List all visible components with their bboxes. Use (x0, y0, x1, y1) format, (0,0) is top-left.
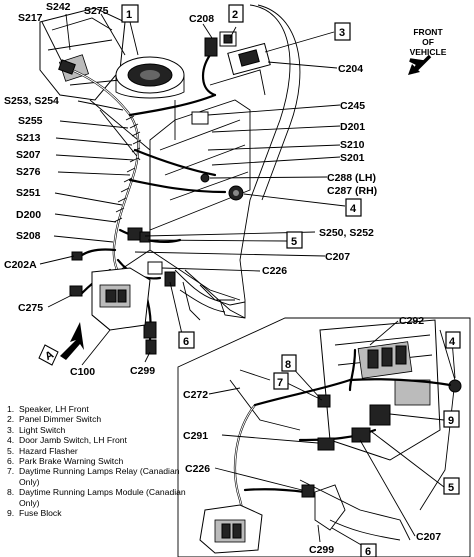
label-c202a: C202A (4, 259, 37, 271)
label-c207-main: C207 (325, 251, 350, 263)
connector-blobs (58, 37, 244, 355)
speaker-lh-front (115, 56, 185, 99)
legend-text: Daytime Running Lamps Relay (Canadian On… (19, 466, 180, 487)
label-s251: S251 (16, 187, 41, 199)
label-d200: D200 (16, 209, 41, 221)
legend-number: 8. (7, 487, 15, 498)
label-s253-s254: S253, S254 (4, 95, 59, 107)
light-switch (227, 42, 271, 76)
label-c299-main: C299 (130, 365, 155, 377)
inset-detail (177, 317, 471, 557)
label-c272: C272 (183, 389, 208, 401)
label-c287: C287 (RH) (327, 185, 377, 197)
connector-labels: S217 S242 S275 C208 C204 S253, S254 C245… (4, 1, 441, 556)
callout-1: 1 (126, 9, 132, 21)
front-of-vehicle-line2: OF (422, 37, 434, 47)
callout-boxes (121, 4, 461, 557)
legend-number: 3. (7, 424, 15, 435)
dash-structure (39, 4, 301, 319)
front-of-vehicle-line1: FRONT (413, 27, 443, 37)
legend-item: 3. Light Switch (7, 425, 197, 435)
legend-item: 4. Door Jamb Switch, LH Front (7, 435, 197, 445)
label-c208: C208 (189, 13, 214, 25)
label-s242: S242 (46, 1, 71, 13)
component-legend: 1. Speaker, LH Front 2. Panel Dimmer Switch… (7, 404, 197, 518)
callout-4: 4 (350, 203, 357, 215)
lower-module (91, 267, 151, 331)
label-c292: C292 (399, 315, 424, 327)
label-s208: S208 (16, 230, 41, 242)
legend-number: 9. (7, 508, 15, 519)
label-s201: S201 (340, 152, 365, 164)
label-s207: S207 (16, 149, 41, 161)
label-c245: C245 (340, 100, 365, 112)
legend-item: 1. Speaker, LH Front (7, 404, 197, 414)
leader-lines (39, 13, 456, 551)
legend-text: Park Brake Warning Switch (19, 456, 124, 467)
park-brake-area (174, 269, 246, 321)
view-a-arrow (38, 322, 84, 366)
front-of-vehicle-arrow (408, 54, 432, 75)
legend-text: Fuse Block (19, 508, 62, 519)
legend-text: Panel Dimmer Switch (19, 414, 102, 425)
legend-number: 4. (7, 435, 15, 446)
legend-item: 8. Daytime Running Lamps Module (Canadian… (7, 487, 197, 508)
legend-text: Hazard Flasher (19, 445, 78, 456)
legend-item: 2. Panel Dimmer Switch (7, 414, 197, 424)
label-c299-inset: C299 (309, 544, 334, 556)
legend-text: Door Jamb Switch, LH Front (19, 435, 127, 446)
label-c275: C275 (18, 302, 43, 314)
legend-number: 2. (7, 414, 15, 425)
inset-callout-7: 7 (277, 377, 283, 389)
legend-text: Speaker, LH Front (19, 404, 89, 414)
inset-callout-5: 5 (448, 482, 454, 494)
legend-item: 7. Daytime Running Lamps Relay (Canadian … (7, 466, 197, 487)
label-c100: C100 (70, 366, 95, 378)
inset-callout-8: 8 (285, 359, 291, 371)
label-s210: S210 (340, 139, 365, 151)
legend-item: 6. Park Brake Warning Switch (7, 456, 197, 466)
front-of-vehicle-line3: VEHICLE (410, 47, 447, 57)
label-c288: C288 (LH) (327, 172, 376, 184)
callout-5: 5 (291, 236, 297, 248)
label-c207-inset: C207 (416, 531, 441, 543)
legend-text: Daytime Running Lamps Module (Canadian O… (19, 487, 186, 508)
label-s275: S275 (84, 5, 109, 17)
inset-callout-6: 6 (365, 546, 371, 557)
label-s213: S213 (16, 132, 41, 144)
label-s276: S276 (16, 166, 41, 178)
callout-3: 3 (339, 27, 345, 39)
inset-callout-4: 4 (449, 336, 456, 348)
label-s255: S255 (18, 115, 43, 127)
label-d201: D201 (340, 121, 365, 133)
callout-2: 2 (232, 9, 238, 21)
callout-6: 6 (183, 336, 189, 348)
legend-item: 5. Hazard Flasher (7, 446, 197, 456)
legend-number: 6. (7, 456, 15, 467)
label-s250-s252: S250, S252 (319, 227, 374, 239)
label-c226-main: C226 (262, 265, 287, 277)
panel-dimmer-switch (219, 31, 237, 47)
label-c204: C204 (338, 63, 363, 75)
legend-item: 9. Fuse Block (7, 508, 197, 518)
legend-number: 5. (7, 445, 15, 456)
label-c291: C291 (183, 430, 208, 442)
inset-callout-9: 9 (448, 415, 454, 427)
legend-text: Light Switch (19, 424, 66, 435)
label-c226-inset: C226 (185, 463, 210, 475)
legend-number: 7. (7, 466, 15, 477)
label-s217: S217 (18, 12, 43, 24)
legend-number: 1. (7, 404, 15, 414)
